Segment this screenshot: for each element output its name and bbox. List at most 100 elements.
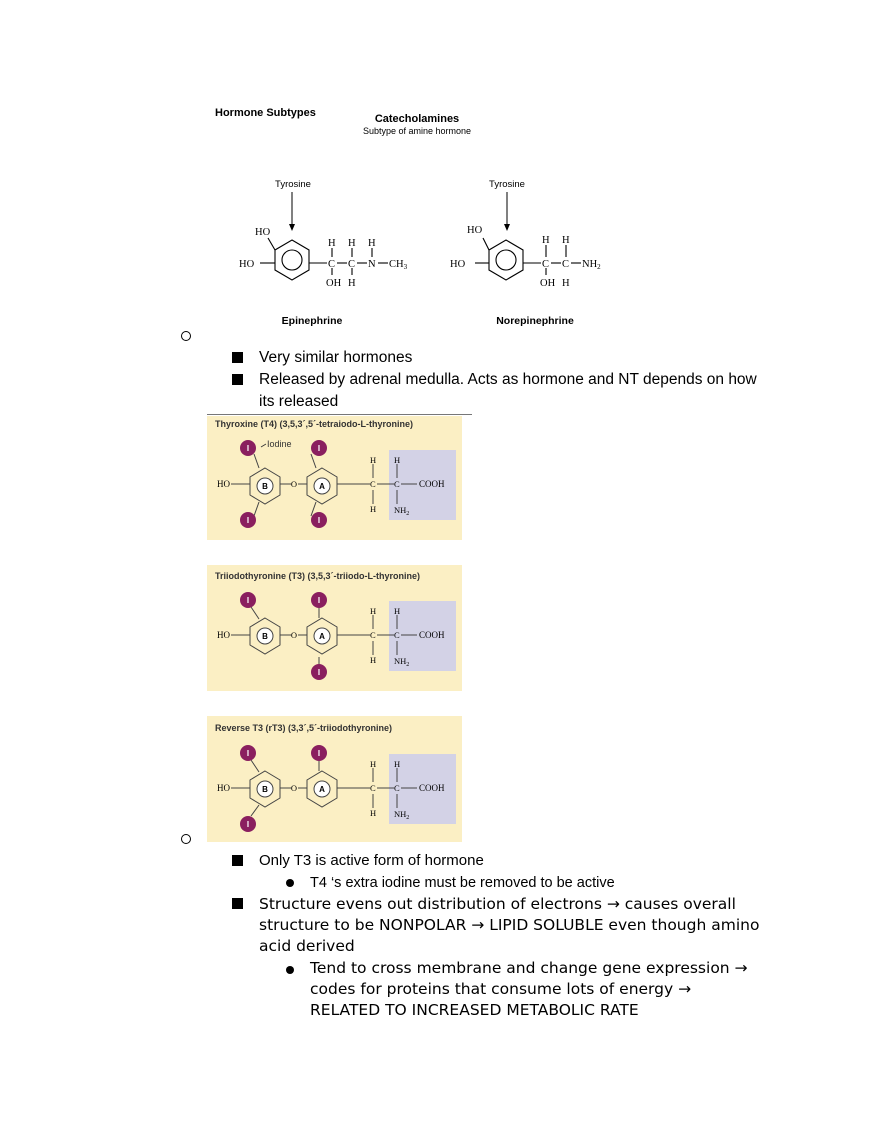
- t3-panel: Triiodothyronine (T3) (3,5,3´-triiodo-L-…: [207, 565, 462, 691]
- svg-text:OH: OH: [326, 278, 342, 289]
- svg-text:A: A: [319, 785, 325, 794]
- svg-text:H: H: [348, 278, 356, 289]
- square-bullet: [232, 352, 243, 363]
- svg-text:NH2: NH2: [582, 259, 601, 271]
- svg-text:H: H: [562, 278, 570, 289]
- svg-text:COOH: COOH: [419, 783, 445, 793]
- svg-text:I: I: [318, 444, 320, 453]
- svg-text:C: C: [348, 259, 355, 270]
- svg-text:O: O: [291, 479, 297, 489]
- svg-text:A: A: [319, 482, 325, 491]
- epinephrine-label: Epinephrine: [282, 315, 343, 327]
- svg-text:H: H: [370, 606, 376, 616]
- catecholamine-figure: Hormone Subtypes Catecholamines Subtype …: [205, 100, 625, 332]
- square-bullet: [232, 898, 243, 909]
- svg-text:H: H: [370, 655, 376, 665]
- svg-text:N: N: [368, 259, 376, 270]
- square-bullet: [232, 855, 243, 866]
- svg-text:I: I: [247, 444, 249, 453]
- bullet-very-similar: Very similar hormones: [259, 349, 413, 366]
- svg-text:C: C: [394, 479, 400, 489]
- svg-text:H: H: [562, 235, 570, 246]
- rt3-panel: Reverse T3 (rT3) (3,3´,5´-triiodothyroni…: [207, 716, 462, 842]
- epinephrine-structure: [260, 237, 388, 281]
- svg-text:I: I: [318, 516, 320, 525]
- svg-text:H: H: [370, 455, 376, 465]
- norepinephrine-label: Norepinephrine: [496, 315, 574, 327]
- svg-text:H: H: [394, 606, 400, 616]
- svg-text:COOH: COOH: [419, 479, 445, 489]
- t4-panel: Thyroxine (T4) (3,5,3´,5´-tetraiodo-L-th…: [207, 416, 462, 540]
- svg-text:H: H: [368, 238, 376, 249]
- svg-text:H: H: [394, 759, 400, 769]
- svg-text:HO: HO: [217, 479, 230, 489]
- svg-text:H: H: [370, 808, 376, 818]
- bullet-structure-line1: Structure evens out distribution of elec…: [259, 895, 736, 913]
- svg-text:CH3: CH3: [389, 259, 408, 271]
- svg-text:B: B: [262, 632, 268, 641]
- svg-text:NH2: NH2: [394, 505, 409, 517]
- norepinephrine-structure: [475, 237, 581, 281]
- circle-bullet: [181, 834, 191, 844]
- circle-bullet: [181, 331, 191, 341]
- svg-text:A: A: [319, 632, 325, 641]
- svg-text:HO: HO: [217, 783, 230, 793]
- square-bullet: [232, 374, 243, 385]
- svg-text:C: C: [394, 630, 400, 640]
- bullet-only-t3: Only T3 is active form of hormone: [259, 852, 484, 869]
- svg-text:HO: HO: [255, 227, 271, 238]
- iodine-label: Iodine: [267, 439, 292, 449]
- figure-divider: [207, 414, 472, 415]
- svg-text:COOH: COOH: [419, 630, 445, 640]
- svg-text:I: I: [318, 596, 320, 605]
- figure-heading: Hormone Subtypes: [215, 107, 316, 119]
- dot-bullet: [286, 879, 294, 887]
- svg-text:I: I: [247, 820, 249, 829]
- bullet-released-line1: Released by adrenal medulla. Acts as hor…: [259, 371, 757, 388]
- figure-title: Catecholamines: [375, 113, 459, 125]
- svg-text:C: C: [562, 259, 569, 270]
- svg-text:C: C: [394, 783, 400, 793]
- svg-text:C: C: [542, 259, 549, 270]
- rt3-title: Reverse T3 (rT3) (3,3´,5´-triiodothyroni…: [215, 723, 392, 733]
- t4-title: Thyroxine (T4) (3,5,3´,5´-tetraiodo-L-th…: [215, 419, 413, 429]
- svg-text:HO: HO: [217, 630, 230, 640]
- svg-text:HO: HO: [450, 259, 466, 270]
- svg-text:H: H: [370, 759, 376, 769]
- svg-text:H: H: [370, 504, 376, 514]
- bullet-cross-membrane-line2: codes for proteins that consume lots of …: [310, 980, 692, 998]
- svg-text:B: B: [262, 482, 268, 491]
- figure-subtitle: Subtype of amine hormone: [363, 126, 471, 136]
- svg-text:I: I: [318, 668, 320, 677]
- svg-text:H: H: [328, 238, 336, 249]
- svg-text:H: H: [542, 235, 550, 246]
- tyrosine-label-left: Tyrosine: [275, 179, 311, 190]
- svg-text:I: I: [247, 516, 249, 525]
- bullet-cross-membrane-line1: Tend to cross membrane and change gene e…: [310, 959, 748, 977]
- svg-text:I: I: [247, 749, 249, 758]
- svg-text:I: I: [247, 596, 249, 605]
- svg-text:NH2: NH2: [394, 809, 409, 821]
- dot-bullet: [286, 966, 294, 974]
- svg-text:HO: HO: [467, 225, 483, 236]
- t3-title: Triiodothyronine (T3) (3,5,3´-triiodo-L-…: [215, 571, 420, 581]
- svg-text:H: H: [348, 238, 356, 249]
- svg-text:C: C: [370, 479, 376, 489]
- svg-text:NH2: NH2: [394, 656, 409, 668]
- bullet-structure-line3: acid derived: [259, 937, 355, 955]
- bullet-structure-line2: structure to be NONPOLAR → LIPID SOLUBLE…: [259, 916, 760, 934]
- svg-text:H: H: [394, 455, 400, 465]
- bullet-cross-membrane-line3: RELATED TO INCREASED METABOLIC RATE: [310, 1001, 639, 1019]
- svg-text:OH: OH: [540, 278, 556, 289]
- tyrosine-label-right: Tyrosine: [489, 179, 525, 190]
- svg-text:HO: HO: [239, 259, 255, 270]
- svg-text:C: C: [328, 259, 335, 270]
- svg-text:O: O: [291, 630, 297, 640]
- svg-text:C: C: [370, 630, 376, 640]
- svg-text:B: B: [262, 785, 268, 794]
- svg-text:O: O: [291, 783, 297, 793]
- svg-text:I: I: [318, 749, 320, 758]
- svg-text:C: C: [370, 783, 376, 793]
- bullet-t4-iodine: T4 ‘s extra iodine must be removed to be…: [310, 875, 615, 891]
- bullet-released-line2: its released: [259, 393, 339, 410]
